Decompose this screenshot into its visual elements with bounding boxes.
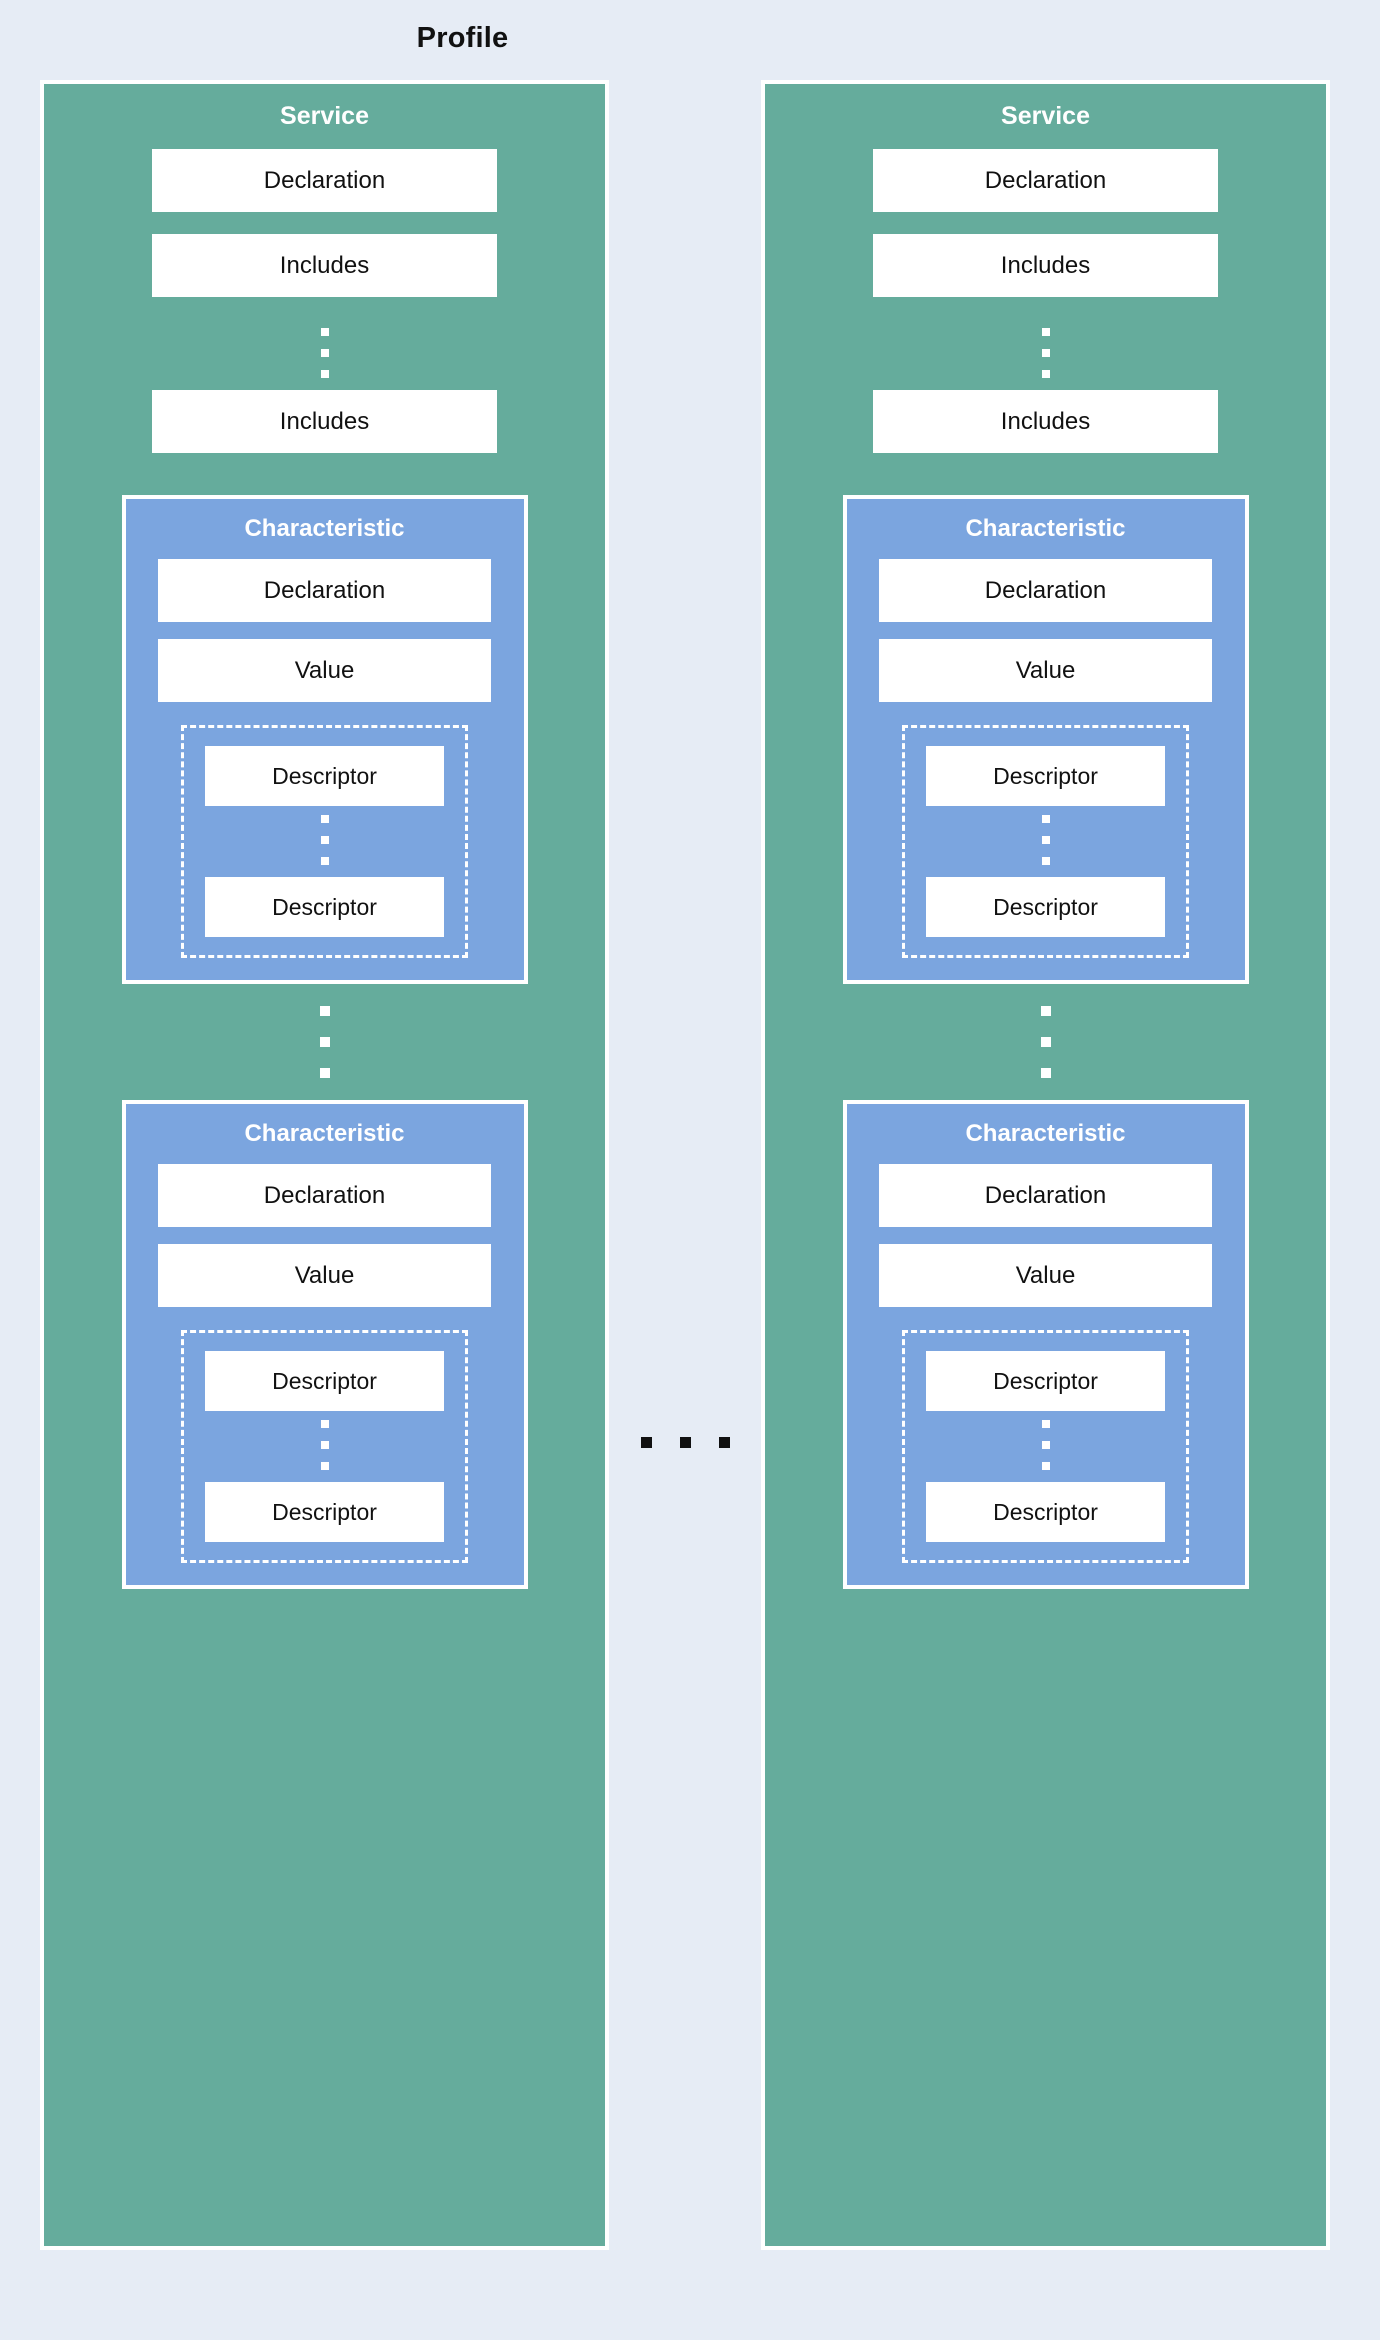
- characteristic-ellipsis-icon: [319, 1006, 330, 1078]
- service-block-2[interactable]: Service Declaration Includes Includes Ch…: [761, 80, 1330, 2250]
- characteristic-declaration-field[interactable]: Declaration: [158, 1164, 491, 1227]
- characteristic-block-1[interactable]: Characteristic Declaration Value Descrip…: [121, 495, 528, 984]
- service-includes-field-last[interactable]: Includes: [873, 390, 1218, 453]
- service-declaration-field[interactable]: Declaration: [873, 149, 1218, 212]
- descriptor-field-last[interactable]: Descriptor: [205, 877, 444, 937]
- descriptor-ellipsis-icon: [1041, 1420, 1050, 1470]
- descriptor-field-first[interactable]: Descriptor: [926, 1351, 1165, 1411]
- descriptor-group: Descriptor Descriptor: [902, 725, 1189, 958]
- descriptor-field-first[interactable]: Descriptor: [205, 1351, 444, 1411]
- service-title: Service: [280, 102, 369, 130]
- descriptor-ellipsis-icon: [320, 815, 329, 865]
- service-includes-field[interactable]: Includes: [152, 234, 497, 297]
- characteristic-title: Characteristic: [965, 515, 1126, 542]
- characteristic-title: Characteristic: [965, 1120, 1126, 1147]
- descriptor-ellipsis-icon: [320, 1420, 329, 1470]
- service-includes-ellipsis-icon: [1041, 328, 1050, 378]
- descriptor-ellipsis-icon: [1041, 815, 1050, 865]
- characteristic-block-2[interactable]: Characteristic Declaration Value Descrip…: [842, 1100, 1249, 1589]
- descriptor-field-last[interactable]: Descriptor: [926, 1482, 1165, 1542]
- service-title: Service: [1001, 102, 1090, 130]
- characteristic-declaration-field[interactable]: Declaration: [879, 1164, 1212, 1227]
- service-includes-field-last[interactable]: Includes: [152, 390, 497, 453]
- characteristic-block-1[interactable]: Characteristic Declaration Value Descrip…: [842, 495, 1249, 984]
- services-gap: [609, 80, 761, 2250]
- service-declaration-field[interactable]: Declaration: [152, 149, 497, 212]
- characteristic-ellipsis-icon: [1040, 1006, 1051, 1078]
- characteristic-declaration-field[interactable]: Declaration: [879, 559, 1212, 622]
- characteristic-title: Characteristic: [244, 515, 405, 542]
- page-title: Profile: [416, 22, 509, 54]
- descriptor-field-first[interactable]: Descriptor: [205, 746, 444, 806]
- descriptor-field-last[interactable]: Descriptor: [926, 877, 1165, 937]
- characteristic-block-2[interactable]: Characteristic Declaration Value Descrip…: [121, 1100, 528, 1589]
- characteristic-title: Characteristic: [244, 1120, 405, 1147]
- services-ellipsis-icon: [609, 1437, 761, 1448]
- characteristic-value-field[interactable]: Value: [158, 1244, 491, 1307]
- service-block-1[interactable]: Service Declaration Includes Includes Ch…: [40, 80, 609, 2250]
- characteristic-value-field[interactable]: Value: [158, 639, 491, 702]
- descriptor-field-last[interactable]: Descriptor: [205, 1482, 444, 1542]
- descriptor-group: Descriptor Descriptor: [902, 1330, 1189, 1563]
- characteristic-value-field[interactable]: Value: [879, 1244, 1212, 1307]
- service-includes-ellipsis-icon: [320, 328, 329, 378]
- characteristic-declaration-field[interactable]: Declaration: [158, 559, 491, 622]
- descriptor-group: Descriptor Descriptor: [181, 1330, 468, 1563]
- service-columns: Service Declaration Includes Includes Ch…: [40, 80, 1330, 2250]
- descriptor-field-first[interactable]: Descriptor: [926, 746, 1165, 806]
- characteristic-value-field[interactable]: Value: [879, 639, 1212, 702]
- service-includes-field[interactable]: Includes: [873, 234, 1218, 297]
- descriptor-group: Descriptor Descriptor: [181, 725, 468, 958]
